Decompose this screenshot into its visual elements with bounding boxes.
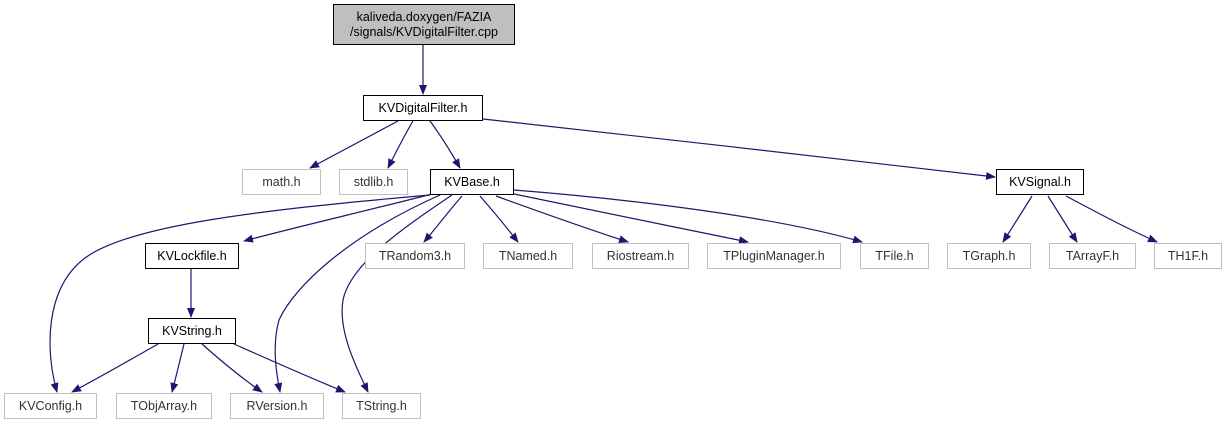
edge-kvsignal-tarrayf: [1047, 195, 1078, 243]
root-file-path-line1: kaliveda.doxygen/FAZIA: [356, 9, 492, 24]
edge-kvbase-riostream: [495, 195, 629, 244]
node-tarrayf-h: TArrayF.h: [1049, 243, 1136, 269]
edge-kvbase-rversion: [274, 194, 441, 393]
node-tobjarray-h: TObjArray.h: [116, 393, 212, 419]
edge-kvstring-rversion: [201, 343, 263, 393]
edge-kvsignal-tgraph: [1002, 195, 1033, 243]
edge-kvdigitalfilter-kvsignal: [482, 118, 996, 180]
edge-kvdigitalfilter-kvbase: [429, 120, 461, 169]
edge-kvstring-tobjarray: [170, 343, 185, 393]
node-tstring-h: TString.h: [342, 393, 421, 419]
edge-kvdigitalfilter-math: [309, 120, 399, 169]
node-kvstring-h[interactable]: KVString.h: [148, 318, 236, 344]
edge-kvsignal-th1f: [1065, 195, 1158, 243]
edge-kvbase-tpluginmanager: [513, 193, 749, 245]
node-kvbase-h[interactable]: KVBase.h: [430, 169, 514, 195]
node-tpluginmanager-h: TPluginManager.h: [707, 243, 841, 269]
node-rversion-h: RVersion.h: [230, 393, 324, 419]
edge-kvbase-tstring: [341, 194, 453, 393]
node-trandom3-h: TRandom3.h: [365, 243, 465, 269]
edge-kvstring-tstring: [233, 343, 346, 393]
edge-kvbase-tfile: [513, 189, 863, 244]
node-th1f-h: TH1F.h: [1154, 243, 1222, 269]
edge-kvstring-kvconfig: [71, 343, 159, 393]
root-file-path-line2: /signals/KVDigitalFilter.cpp: [350, 24, 498, 39]
edge-kvbase-kvlockfile: [243, 193, 433, 243]
node-kvlockfile-h[interactable]: KVLockfile.h: [145, 243, 239, 269]
edge-kvbase-trandom3: [423, 195, 463, 243]
edge-kvbase-kvconfig: [49, 194, 431, 393]
node-kvconfig-h: KVConfig.h: [4, 393, 97, 419]
root-file-node[interactable]: kaliveda.doxygen/FAZIA /signals/KVDigita…: [333, 4, 515, 45]
node-tnamed-h: TNamed.h: [483, 243, 573, 269]
node-riostream-h: Riostream.h: [592, 243, 689, 269]
node-kvsignal-h[interactable]: KVSignal.h: [996, 169, 1084, 195]
node-math-h: math.h: [242, 169, 321, 195]
edge-kvbase-tnamed: [479, 195, 519, 243]
node-tgraph-h: TGraph.h: [947, 243, 1031, 269]
node-stdlib-h: stdlib.h: [339, 169, 408, 195]
node-kvdigitalfilter-h[interactable]: KVDigitalFilter.h: [363, 95, 483, 121]
node-tfile-h: TFile.h: [860, 243, 929, 269]
edge-kvdigitalfilter-stdlib: [387, 120, 414, 169]
